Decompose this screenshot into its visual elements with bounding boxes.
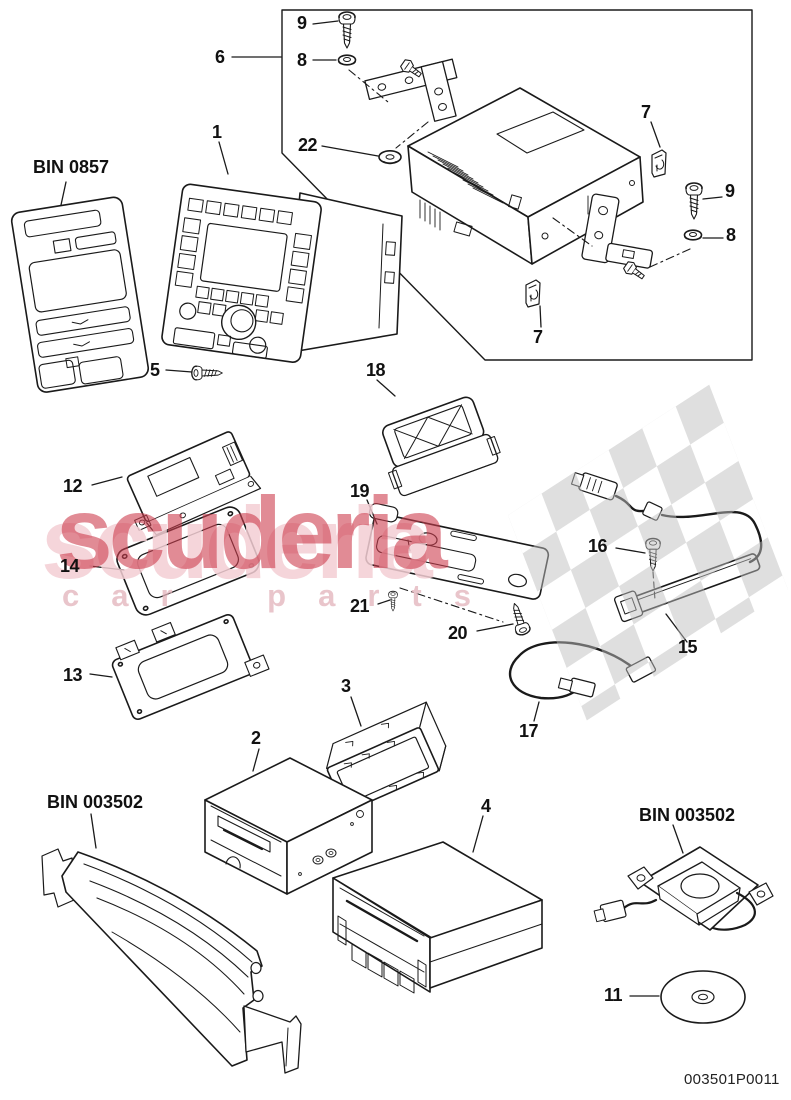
detail-frame-box	[281, 9, 753, 361]
callout-17: 17	[519, 721, 539, 741]
callout-8b: 8	[726, 225, 736, 245]
callout-13: 13	[63, 665, 83, 685]
speaker-module	[593, 846, 774, 931]
amplifier-unit	[407, 87, 644, 265]
callout-21: 21	[350, 596, 370, 616]
module-18	[382, 396, 501, 497]
callout-7b: 7	[533, 327, 543, 347]
callout-4: 4	[481, 796, 491, 816]
cable-17	[508, 641, 657, 700]
callout-9b: 9	[725, 181, 735, 201]
cd-disc	[660, 970, 746, 1024]
callout-20: 20	[448, 623, 468, 643]
bin-003502-right-label: BIN 003502	[639, 805, 736, 825]
radio-head-unit	[161, 183, 403, 381]
callout-12: 12	[63, 476, 83, 496]
callout-2: 2	[251, 728, 261, 748]
callout-14: 14	[60, 556, 80, 576]
callout-11: 11	[604, 985, 623, 1005]
callout-18: 18	[366, 360, 386, 380]
gasket-14	[116, 506, 260, 616]
drawing-number: 003501P0011	[684, 1071, 780, 1088]
bracket-13	[111, 613, 270, 721]
bin-003502-left-label: BIN 003502	[47, 792, 144, 812]
cd-unit-2	[204, 757, 373, 895]
amp-bracket-top	[337, 11, 458, 165]
callout-7a: 7	[641, 102, 651, 122]
curved-trim-panel	[41, 848, 302, 1074]
callout-19: 19	[350, 481, 370, 501]
bin-0857-label: BIN 0857	[33, 157, 110, 177]
callout-1: 1	[212, 122, 222, 142]
callout-15: 15	[678, 637, 698, 657]
module-12	[126, 431, 262, 536]
callout-9a: 9	[297, 13, 307, 33]
trim-bezel-bin0857	[10, 196, 150, 393]
cd-unit-4	[332, 841, 543, 994]
bracket-19	[365, 502, 550, 638]
callout-3: 3	[341, 676, 351, 696]
callout-16: 16	[588, 536, 608, 556]
amp-bracket-right	[525, 149, 703, 308]
callout-8a: 8	[297, 50, 307, 70]
callout-5: 5	[150, 360, 160, 380]
callout-22: 22	[298, 135, 318, 155]
callout-6: 6	[215, 47, 225, 67]
